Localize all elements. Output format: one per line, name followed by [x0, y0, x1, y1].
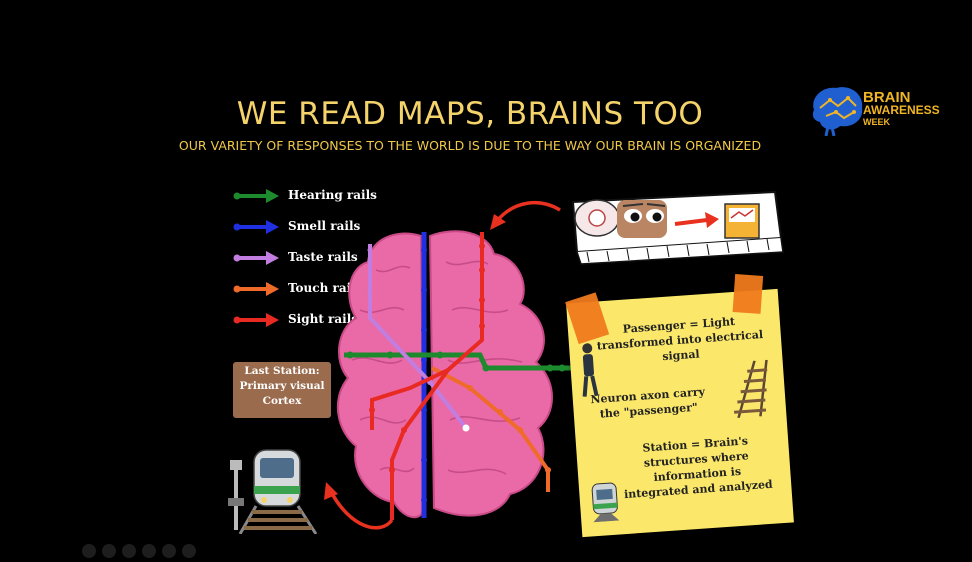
- legend-item-touch: Touch rails: [232, 277, 392, 308]
- purple-arrow-icon: [233, 251, 279, 265]
- slide-subtitle: OUR VARIETY OF RESPONSES TO THE WORLD IS…: [178, 138, 762, 153]
- nav-dot[interactable]: [102, 544, 116, 558]
- slide-title: WE READ MAPS, BRAINS TOO: [236, 96, 704, 132]
- nav-dot[interactable]: [122, 544, 136, 558]
- logo-line-1: BRAIN: [863, 89, 911, 106]
- tape-right: [732, 274, 764, 314]
- nav-dot[interactable]: [162, 544, 176, 558]
- legend-label: Taste rails: [288, 250, 358, 264]
- train-station-illustration: [228, 449, 318, 534]
- green-arrow-icon: [233, 189, 279, 203]
- blue-arrow-icon: [233, 220, 279, 234]
- logo-line-3: WEEK: [863, 117, 890, 127]
- red-arrow-icon: [233, 313, 279, 327]
- slide-nav-dots: [82, 543, 202, 562]
- nav-dot[interactable]: [142, 544, 156, 558]
- railroad-track-icon: [733, 359, 768, 419]
- legend-item-sight: Sight rails: [232, 308, 392, 339]
- railroad-track-icon: [238, 505, 318, 534]
- last-station-line-2: Primary visual: [239, 380, 325, 392]
- person-icon: [582, 343, 599, 397]
- orange-arrow-icon: [233, 282, 279, 296]
- train-icon: [591, 482, 620, 523]
- curved-arrow-to-brain: [494, 201, 561, 224]
- legend-label: Smell rails: [288, 219, 361, 233]
- last-station-line-3: Cortex: [262, 395, 302, 407]
- legend-label: Hearing rails: [288, 188, 377, 202]
- legend-item-hearing: Hearing rails: [232, 184, 392, 215]
- station-text: Station = Brain's structures where infor…: [623, 434, 774, 502]
- legend-label: Sight rails: [288, 312, 359, 326]
- retina-icon: [724, 203, 760, 239]
- eye-icon: [574, 199, 667, 238]
- brain-right-hemisphere: [428, 230, 553, 517]
- nav-dot[interactable]: [82, 544, 96, 558]
- sticky-note: Passenger = Light transformed into elect…: [565, 274, 794, 538]
- rails-legend: Hearing rails Smell rails Taste rails To…: [232, 184, 392, 339]
- arrow-eye-to-retina: [674, 218, 708, 226]
- neuron-text: Neuron axon carry the "passenger": [590, 385, 706, 421]
- curved-arrow-to-train: [328, 489, 394, 530]
- legend-label: Touch rails: [288, 281, 363, 295]
- brain-awareness-week-logo: BRAIN AWARENESS WEEK: [808, 80, 958, 136]
- nav-dot[interactable]: [182, 544, 196, 558]
- brain-logo-icon: [812, 87, 863, 136]
- train-icon: [253, 449, 301, 507]
- logo-line-2: AWARENESS: [863, 103, 940, 117]
- last-station-label: Last Station: Primary visual Cortex: [233, 362, 331, 418]
- last-station-line-1: Last Station:: [244, 365, 320, 377]
- legend-item-smell: Smell rails: [232, 215, 392, 246]
- legend-item-taste: Taste rails: [232, 246, 392, 277]
- eye-retina-banner: [571, 190, 784, 265]
